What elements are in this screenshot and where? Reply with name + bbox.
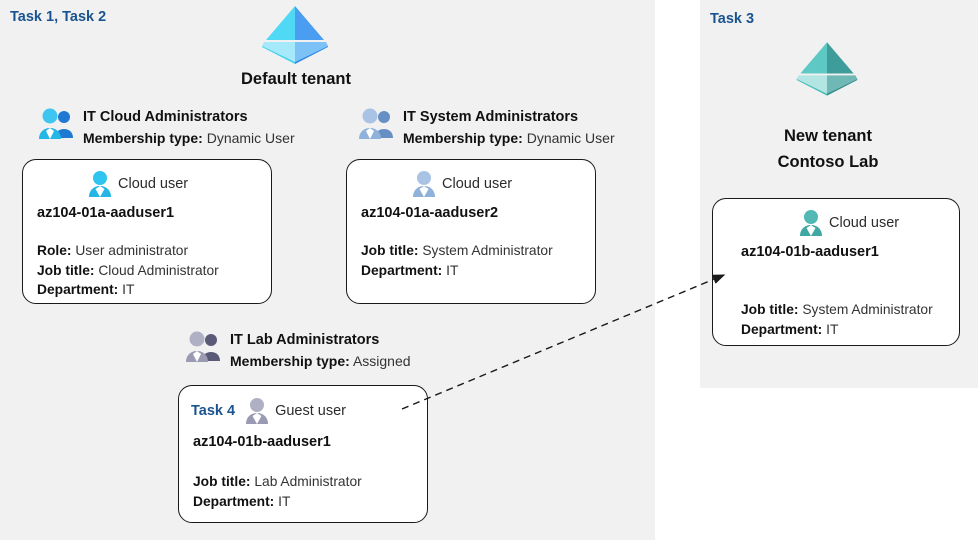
user-type-label: Cloud user bbox=[442, 176, 513, 192]
user-group-icon bbox=[359, 108, 393, 139]
attr-label: Department: bbox=[193, 493, 275, 509]
azure-ad-pyramid-icon-new bbox=[796, 42, 858, 96]
user-card-aaduser1[interactable]: Cloud user az104-01a-aaduser1 Role: User… bbox=[22, 159, 272, 304]
attr-value: Lab Administrator bbox=[254, 474, 362, 489]
membership-type-label: Membership type: bbox=[83, 130, 203, 147]
user-group-icon bbox=[186, 331, 220, 362]
attr-value: System Administrator bbox=[802, 302, 933, 317]
username: az104-01a-aaduser1 bbox=[37, 205, 175, 221]
attr-value: IT bbox=[446, 262, 459, 278]
username: az104-01b-aaduser1 bbox=[193, 434, 331, 450]
group-title: IT System Administrators bbox=[403, 109, 579, 125]
new-tenant-name-line1: New tenant bbox=[783, 127, 872, 145]
attr-label: Role: bbox=[37, 243, 72, 258]
user-group-icon bbox=[39, 108, 73, 139]
membership-type-label: Membership type: bbox=[230, 353, 350, 370]
user-card-aaduser2[interactable]: Cloud user az104-01a-aaduser2 Job title:… bbox=[346, 159, 596, 304]
username: az104-01b-aaduser1 bbox=[741, 244, 879, 260]
attr-label: Job title: bbox=[193, 474, 251, 489]
user-type-label: Cloud user bbox=[118, 176, 189, 192]
cloud-user-icon bbox=[89, 171, 111, 197]
attr-value: IT bbox=[278, 493, 291, 509]
membership-type-value: Assigned bbox=[352, 353, 411, 370]
group-title: IT Lab Administrators bbox=[230, 332, 380, 348]
membership-type-value: Dynamic User bbox=[526, 130, 615, 147]
attr-label: Job title: bbox=[361, 243, 419, 258]
azure-ad-pyramid-icon-default bbox=[262, 6, 328, 64]
task-label-right: Task 3 bbox=[710, 11, 755, 27]
guest-user-icon bbox=[246, 398, 269, 424]
attr-label: Job title: bbox=[37, 262, 95, 278]
task-label-left: Task 1, Task 2 bbox=[10, 9, 107, 25]
group-it-cloud-administrators: IT Cloud Administrators Membership type:… bbox=[38, 107, 295, 148]
user-card-new-tenant-aaduser1[interactable]: Cloud user az104-01b-aaduser1 Job title:… bbox=[712, 198, 960, 346]
user-card-guest-aaduser1[interactable]: Task 4 Guest user az104-01b-aaduser1 Job… bbox=[178, 385, 428, 523]
task-4-label: Task 4 bbox=[191, 403, 236, 419]
attr-label: Department: bbox=[361, 262, 443, 278]
attr-value: User administrator bbox=[75, 243, 189, 258]
attr-value: Cloud Administrator bbox=[98, 262, 219, 278]
group-title: IT Cloud Administrators bbox=[83, 109, 248, 125]
attr-label: Department: bbox=[37, 282, 119, 298]
group-it-system-administrators: IT System Administrators Membership type… bbox=[358, 107, 615, 148]
group-it-lab-administrators: IT Lab Administrators Membership type: A… bbox=[185, 330, 411, 371]
attr-value: IT bbox=[122, 282, 135, 298]
cloud-user-icon bbox=[800, 210, 822, 236]
attr-value: System Administrator bbox=[422, 243, 553, 258]
new-tenant-name-line2: Contoso Lab bbox=[777, 153, 879, 171]
membership-type-label: Membership type: bbox=[403, 130, 523, 147]
attr-label: Department: bbox=[741, 321, 823, 337]
cloud-user-icon bbox=[413, 171, 435, 197]
attr-value: IT bbox=[826, 321, 839, 337]
user-type-label: Guest user bbox=[275, 403, 346, 419]
username: az104-01a-aaduser2 bbox=[361, 205, 499, 221]
default-tenant-name: Default tenant bbox=[240, 70, 351, 88]
attr-label: Job title: bbox=[741, 302, 799, 317]
membership-type-value: Dynamic User bbox=[206, 130, 295, 147]
user-type-label: Cloud user bbox=[829, 215, 900, 231]
